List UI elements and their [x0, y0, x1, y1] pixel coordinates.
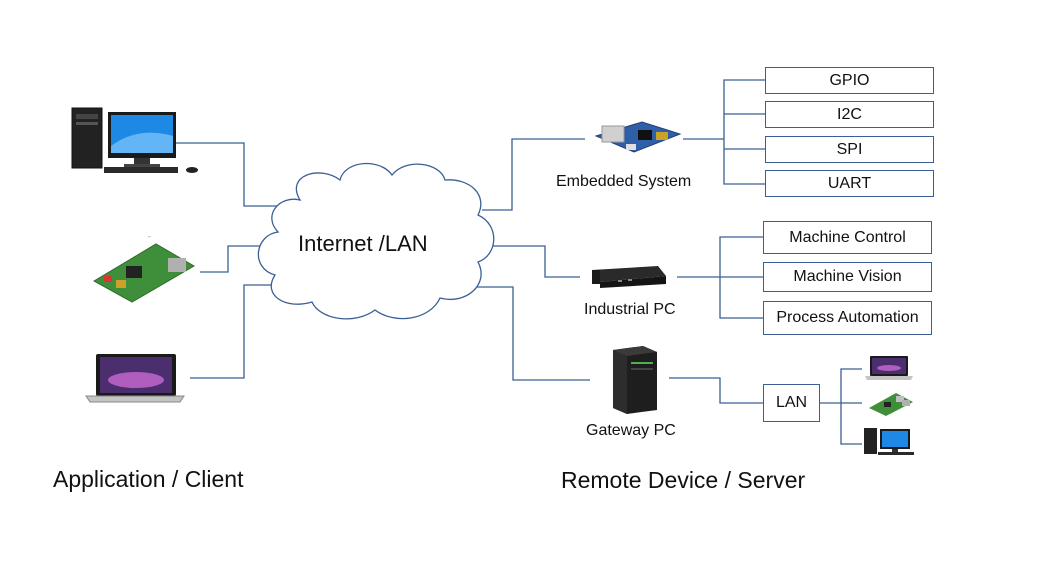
section-label-server: Remote Device / Server [561, 467, 806, 493]
section-label-client: Application / Client [53, 466, 244, 492]
box-gpio: GPIO [765, 67, 934, 94]
desktop-computer-icon [71, 107, 198, 173]
server-label-industrial: Industrial PC [584, 301, 676, 318]
laptop-connector [190, 284, 272, 379]
laptop-icon [85, 354, 185, 403]
tower-server-icon [613, 346, 657, 414]
box-lan: LAN [763, 384, 820, 422]
box-spi: SPI [765, 136, 934, 163]
embedded-connector [482, 138, 585, 211]
box-process-automation: Process Automation [763, 301, 932, 335]
embedded-board-icon [594, 121, 682, 153]
raspberry-pi-board-icon [92, 236, 195, 303]
gateway-connector [456, 286, 590, 381]
box-machine-control: Machine Control [763, 221, 932, 254]
server-label-gateway: Gateway PC [586, 422, 676, 439]
desktop-connector [176, 142, 290, 207]
cloud-label: Internet /LAN [298, 231, 428, 256]
industrial-pc-icon [592, 266, 666, 288]
box-uart: UART [765, 170, 934, 197]
lan-laptop-icon [865, 356, 913, 380]
board-connector [200, 245, 268, 273]
lan-raspberry-pi-icon [869, 393, 913, 416]
industrial-connector [488, 245, 580, 278]
internet-cloud-icon [257, 162, 495, 320]
server-label-embedded: Embedded System [556, 173, 692, 190]
box-machine-vision: Machine Vision [763, 262, 932, 292]
box-i2c: I2C [765, 101, 934, 128]
lan-desktop-icon [864, 428, 914, 455]
